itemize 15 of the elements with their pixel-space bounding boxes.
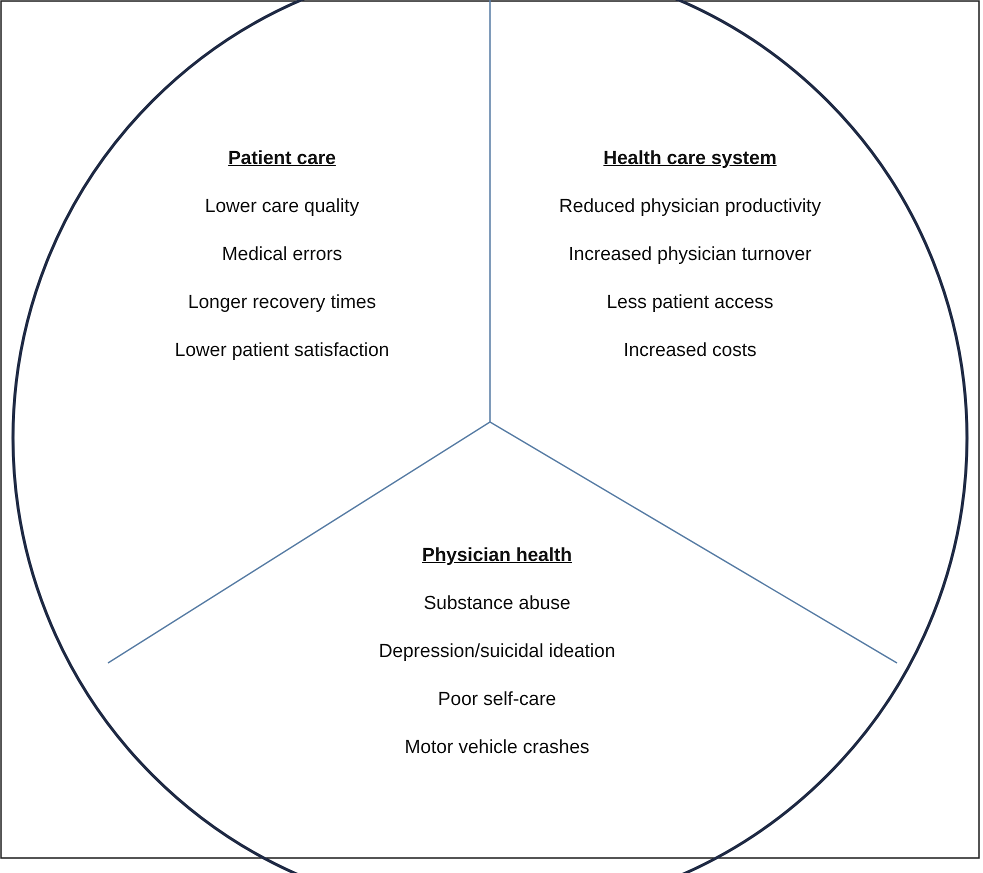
list-item: Depression/suicidal ideation [378,640,616,664]
list-item: Increased costs [623,339,757,363]
list-item: Medical errors [222,243,342,267]
list-item: Motor vehicle crashes [404,736,590,760]
list-item: Reduced physician productivity [559,195,821,219]
list-item: Lower patient satisfaction [174,339,390,363]
list-item: Lower care quality [204,195,360,219]
list-item: Substance abuse [424,592,570,616]
list-item: Longer recovery times [188,291,376,315]
section-heading: Health care system [603,147,777,171]
list-item: Less patient access [606,291,774,315]
section-heading: Physician health [422,544,572,568]
list-item: Increased physician turnover [568,243,812,267]
section-heading: Patient care [228,147,336,171]
list-item: Poor self-care [438,688,556,712]
